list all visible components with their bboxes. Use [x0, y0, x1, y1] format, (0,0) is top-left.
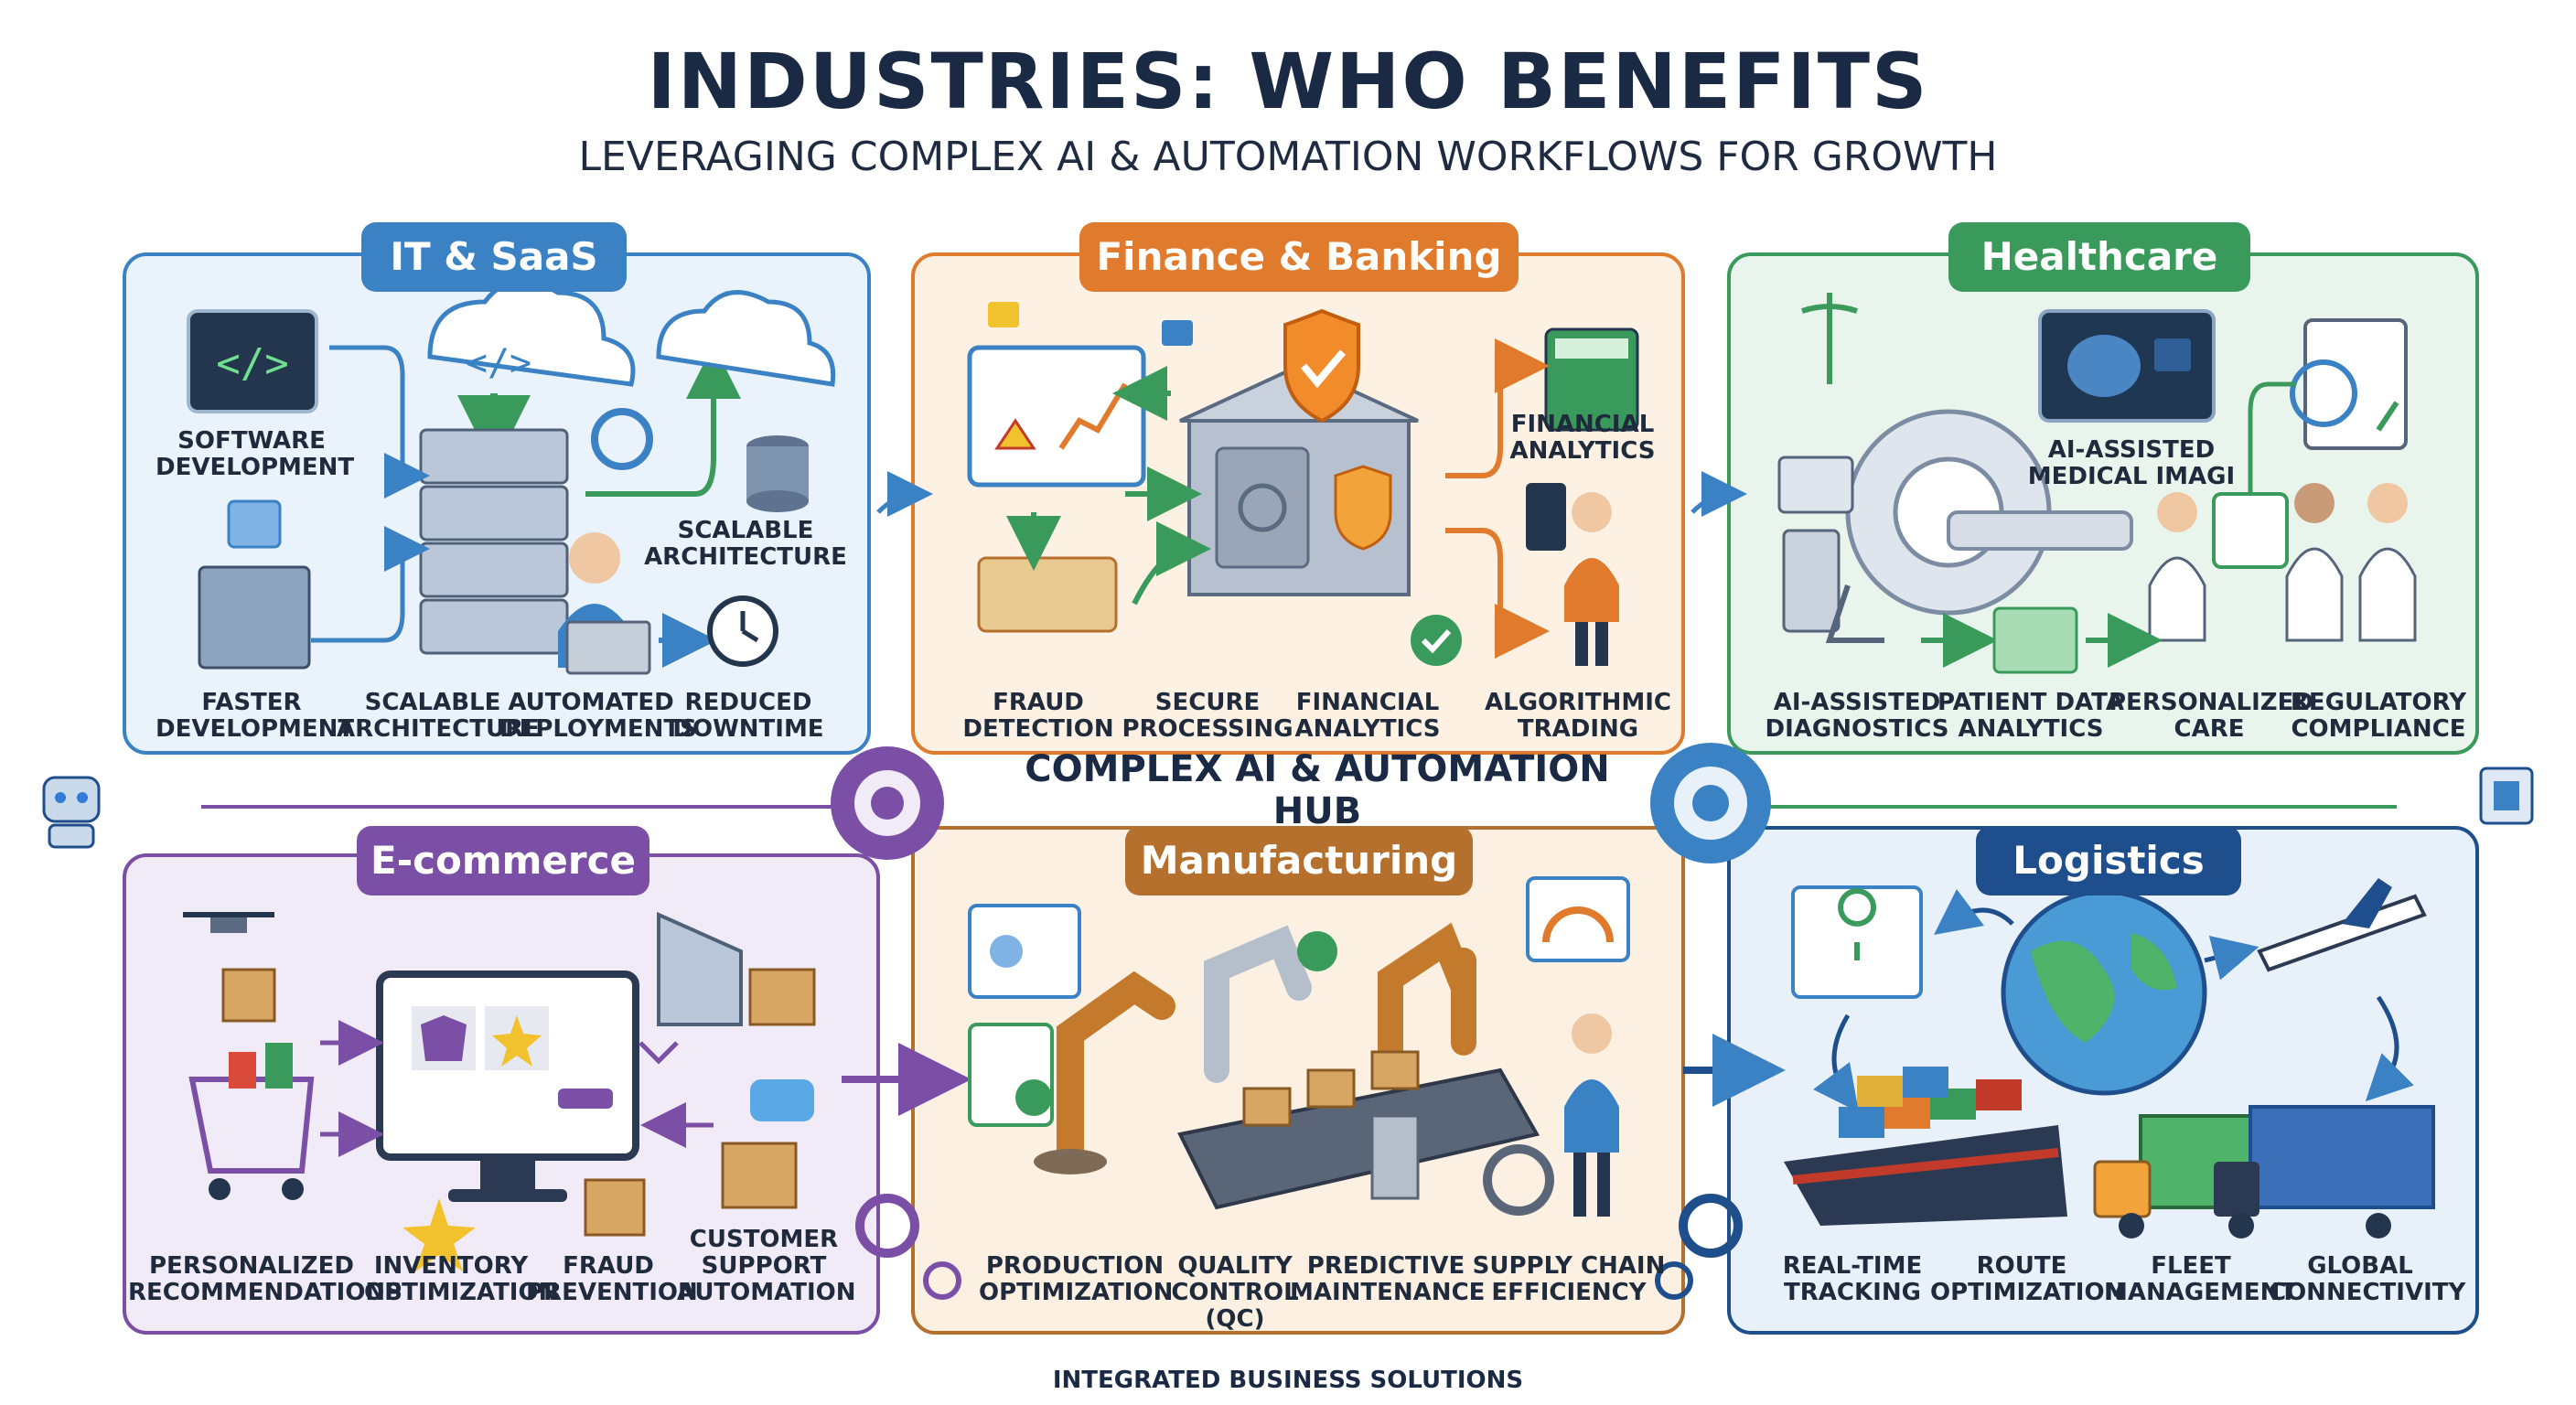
it-item-label: REDUCED DOWNTIME	[672, 689, 824, 743]
svg-text:</>: </>	[466, 342, 531, 384]
svg-text:</>: </>	[216, 340, 288, 387]
page-title: INDUSTRIES: WHO BENEFITS	[647, 37, 1929, 126]
logistics-item-label: ROUTE OPTIMIZATION	[1930, 1252, 2125, 1306]
healthcare-item-label: PERSONALIZED CARE	[2109, 689, 2313, 743]
finance-item-label: FRAUD DETECTION	[962, 689, 1114, 743]
panel-title-manufacturing: Manufacturing	[1125, 826, 1473, 896]
healthcare-icon-label: AI-ASSISTED MEDICAL IMAGI	[2027, 436, 2236, 490]
finance-item-label: FINANCIAL ANALYTICS	[1294, 689, 1441, 743]
ecommerce-item-label: CUSTOMER SUPPORT AUTOMATION	[677, 1226, 856, 1306]
manufacturing-item-label: PRODUCTION OPTIMIZATION	[979, 1252, 1174, 1306]
manufacturing-item-label: PREDICTIVE MAINTENANCE	[1290, 1252, 1486, 1306]
panel-title-finance: Finance & Banking	[1079, 222, 1519, 292]
logistics-item-label: FLEET MANAGEMENT	[2104, 1252, 2297, 1306]
hub-label: COMPLEX AI & AUTOMATION HUB	[1025, 748, 1610, 832]
healthcare-item-label: PATIENT DATA ANALYTICS	[1937, 689, 2124, 743]
it-icon-label: SCALABLE ARCHITECTURE	[644, 517, 847, 571]
logistics-item-label: REAL-TIME TRACKING	[1782, 1252, 1923, 1306]
it-icon-label: SOFTWARE DEVELOPMENT	[156, 427, 355, 481]
page-subtitle: LEVERAGING COMPLEX AI & AUTOMATION WORKF…	[578, 134, 1998, 180]
footer-text: INTEGRATED BUSINESS SOLUTIONS	[1052, 1367, 1524, 1394]
finance-icon-label: FINANCIAL ANALYTICS	[1509, 411, 1656, 465]
finance-item-label: SECURE PROCESSING	[1122, 689, 1293, 743]
it-item-label: SCALABLE ARCHITECTURE	[337, 689, 540, 743]
it-item-label: FASTER DEVELOPMENT	[156, 689, 355, 743]
healthcare-item-label: AI-ASSISTED DIAGNOSTICS	[1765, 689, 1949, 743]
gear-icon	[831, 746, 944, 860]
panel-title-logistics: Logistics	[1976, 826, 2241, 896]
finance-item-label: ALGORITHMIC TRADING	[1485, 689, 1671, 743]
healthcare-item-label: REGULATORY COMPLIANCE	[2290, 689, 2467, 743]
ecommerce-item-label: PERSONALIZED RECOMMENDATIONS	[128, 1252, 402, 1306]
ecommerce-item-label: INVENTORY OPTIMIZATION	[364, 1252, 559, 1306]
panel-title-it: IT & SaaS	[361, 222, 627, 292]
manufacturing-item-label: SUPPLY CHAIN EFFICIENCY	[1472, 1252, 1666, 1306]
ecommerce-item-label: FRAUD PREVENTION	[526, 1252, 698, 1306]
panel-title-healthcare: Healthcare	[1948, 222, 2250, 292]
panel-title-ecommerce: E-commerce	[357, 826, 649, 896]
logistics-item-label: GLOBAL CONNECTIVITY	[2269, 1252, 2466, 1306]
gear-icon	[591, 408, 653, 470]
manufacturing-item-label: QUALITY CONTROL (QC)	[1171, 1252, 1299, 1333]
it-item-label: AUTOMATED DEPLOYMENTS	[499, 689, 697, 743]
